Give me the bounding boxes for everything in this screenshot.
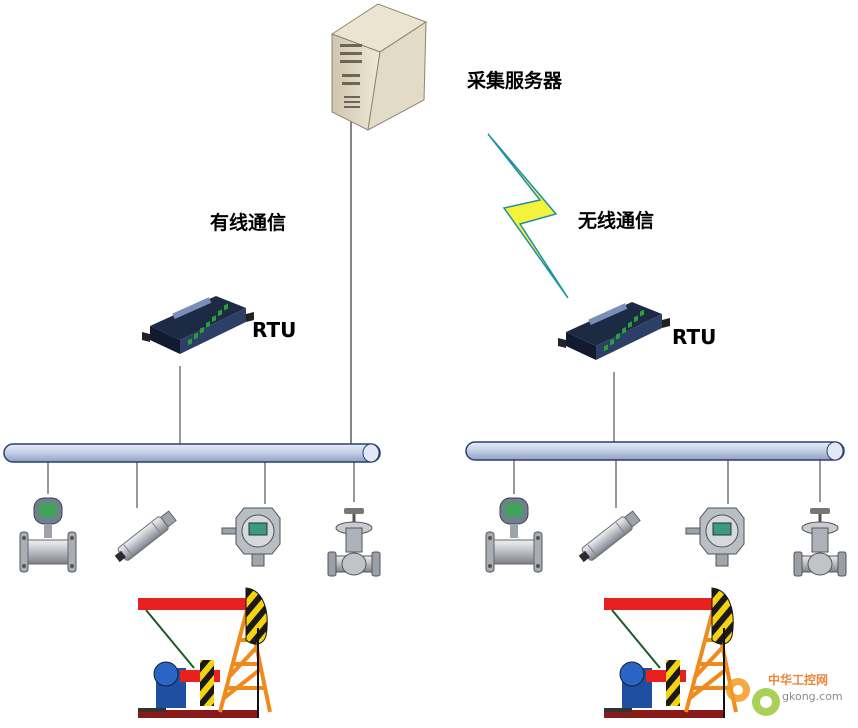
pressure-transmitter-left [111, 509, 178, 566]
flowmeter-right [485, 497, 543, 573]
valve-right [792, 506, 848, 578]
gkong-watermark-logo: 中华工控网 gkong.com [726, 672, 843, 716]
rtu-left-label: RTU [252, 318, 297, 342]
temperature-transmitter-left [221, 507, 281, 567]
wired-comm-label: 有线通信 [210, 212, 287, 234]
field-bus-left [3, 443, 381, 463]
valve-left [326, 506, 382, 578]
wireless-comm-label: 无线通信 [578, 210, 655, 232]
rtu-device-left [142, 296, 254, 354]
rtu-device-right [558, 302, 670, 360]
pressure-transmitter-right [575, 509, 642, 566]
pumpjack-left [136, 586, 272, 720]
flowmeter-left [19, 497, 77, 573]
wireless-lightning-icon [487, 133, 569, 299]
rtu-right-label: RTU [672, 325, 717, 349]
collection-server-icon [330, 3, 428, 131]
temperature-transmitter-right [685, 507, 745, 567]
field-bus-right [465, 441, 845, 461]
watermark-cn-text: 中华工控网 [768, 672, 828, 687]
watermark-url-text: gkong.com [782, 690, 843, 703]
server-label: 采集服务器 [467, 70, 563, 92]
pumpjack-right [602, 586, 738, 720]
